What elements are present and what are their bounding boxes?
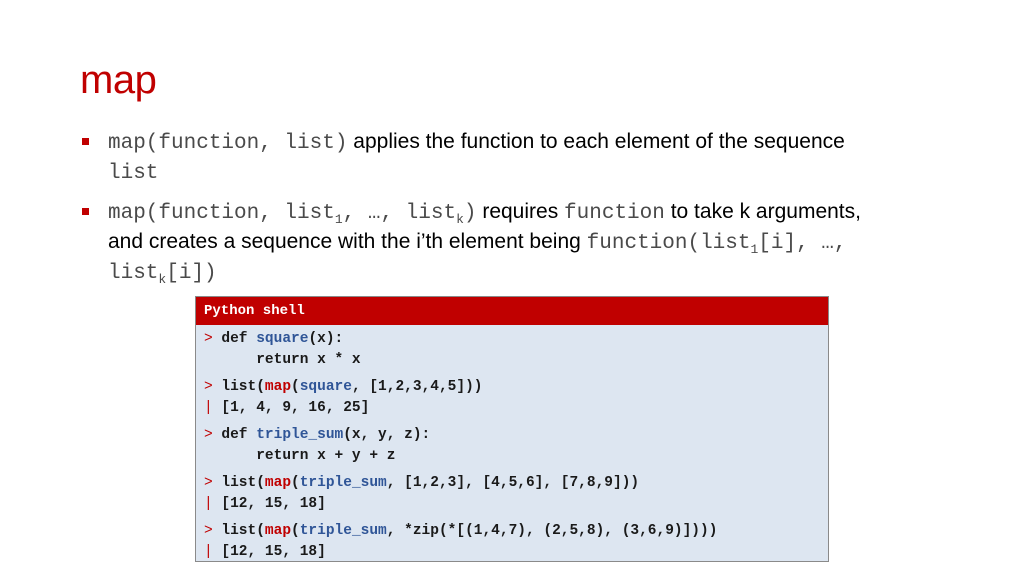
subscript: 1 [750,242,759,258]
code-part: def [221,331,257,347]
shell-entry: > list(map(square, [1,2,3,4,5])) | [1, 4… [204,377,820,419]
bullet-text: to take k arguments, and creates a seque… [108,200,861,253]
inline-code: map(function, list1, …, listk) [108,202,477,228]
output-text: [12, 15, 18] [221,544,326,560]
shell-line: return x + y + z [204,446,820,467]
output-symbol: | [204,544,213,560]
code-part: (x): [308,331,344,347]
shell-line: > list(map(triple_sum, *zip(*[(1,4,7), (… [204,521,820,542]
code-part: function(list [586,232,751,255]
shell-output-line: | [12, 15, 18] [204,494,820,515]
code-part: ) [463,202,477,225]
shell-body: > def square(x): return x * x > list(map… [196,325,828,563]
output-text: [12, 15, 18] [221,496,326,512]
shell-line: > def triple_sum(x, y, z): [204,425,820,446]
square-bullet-icon [82,208,89,215]
inline-code: function [564,202,665,225]
prompt-symbol: > [204,379,213,395]
inline-code: list [108,162,159,185]
inline-code: map(function, list) [108,132,348,155]
code-part: [i], …, list [108,232,847,285]
shell-line: return x * x [204,350,820,371]
code-part: return x + y + z [221,448,396,464]
prompt-symbol: > [204,427,213,443]
function-name: triple_sum [256,427,344,443]
code-part: map(function, list [108,202,335,225]
output-symbol: | [204,400,213,416]
map-keyword: map [264,523,292,539]
shell-output-line: | [12, 15, 18] [204,542,820,563]
code-part: , *zip(*[(1,4,7), (2,5,8), (3,6,9)]))) [386,523,718,539]
code-part: (x, y, z): [343,427,431,443]
bullet-list: map(function, list) applies the function… [80,128,900,298]
python-shell-box: Python shell > def square(x): return x *… [195,296,829,562]
bullet-text: applies the function to each element of … [347,130,845,153]
subscript: k [158,272,167,288]
shell-line: > list(map(triple_sum, [1,2,3], [4,5,6],… [204,473,820,494]
function-name: square [256,331,309,347]
bullet-item: map(function, list1, …, listk) requires … [80,198,900,288]
map-keyword: map [264,379,292,395]
subscript: k [456,212,464,228]
function-name: square [299,379,352,395]
code-part: [i]) [166,262,217,285]
shell-line: > def square(x): [204,329,820,350]
slide-title: map [80,58,157,102]
code-part: , [1,2,3,4,5])) [351,379,483,395]
code-part: list( [221,475,265,491]
output-text: [1, 4, 9, 16, 25] [221,400,370,416]
shell-entry: > list(map(triple_sum, [1,2,3], [4,5,6],… [204,473,820,515]
prompt-symbol: > [204,331,213,347]
shell-line: > list(map(square, [1,2,3,4,5])) [204,377,820,398]
map-keyword: map [264,475,292,491]
inline-code: function(list1[i], …, listk[i]) [108,232,847,288]
function-name: triple_sum [299,475,387,491]
code-part: ( [291,475,300,491]
subscript: 1 [334,212,343,228]
square-bullet-icon [82,138,89,145]
bullet-item: map(function, list) applies the function… [80,128,900,188]
prompt-symbol: > [204,475,213,491]
shell-header: Python shell [196,297,828,325]
code-part: , …, list [342,202,457,225]
shell-entry: > def triple_sum(x, y, z): return x + y … [204,425,820,467]
shell-output-line: | [1, 4, 9, 16, 25] [204,398,820,419]
function-name: triple_sum [299,523,387,539]
code-part: def [221,427,257,443]
code-part: ( [291,379,300,395]
code-part: return x * x [221,352,361,368]
code-part: ( [291,523,300,539]
prompt-symbol: > [204,523,213,539]
code-part: list( [221,379,265,395]
code-part: , [1,2,3], [4,5,6], [7,8,9])) [386,475,640,491]
output-symbol: | [204,496,213,512]
bullet-text: requires [476,200,565,223]
shell-entry: > def square(x): return x * x [204,329,820,371]
code-part: list( [221,523,265,539]
shell-entry: > list(map(triple_sum, *zip(*[(1,4,7), (… [204,521,820,563]
